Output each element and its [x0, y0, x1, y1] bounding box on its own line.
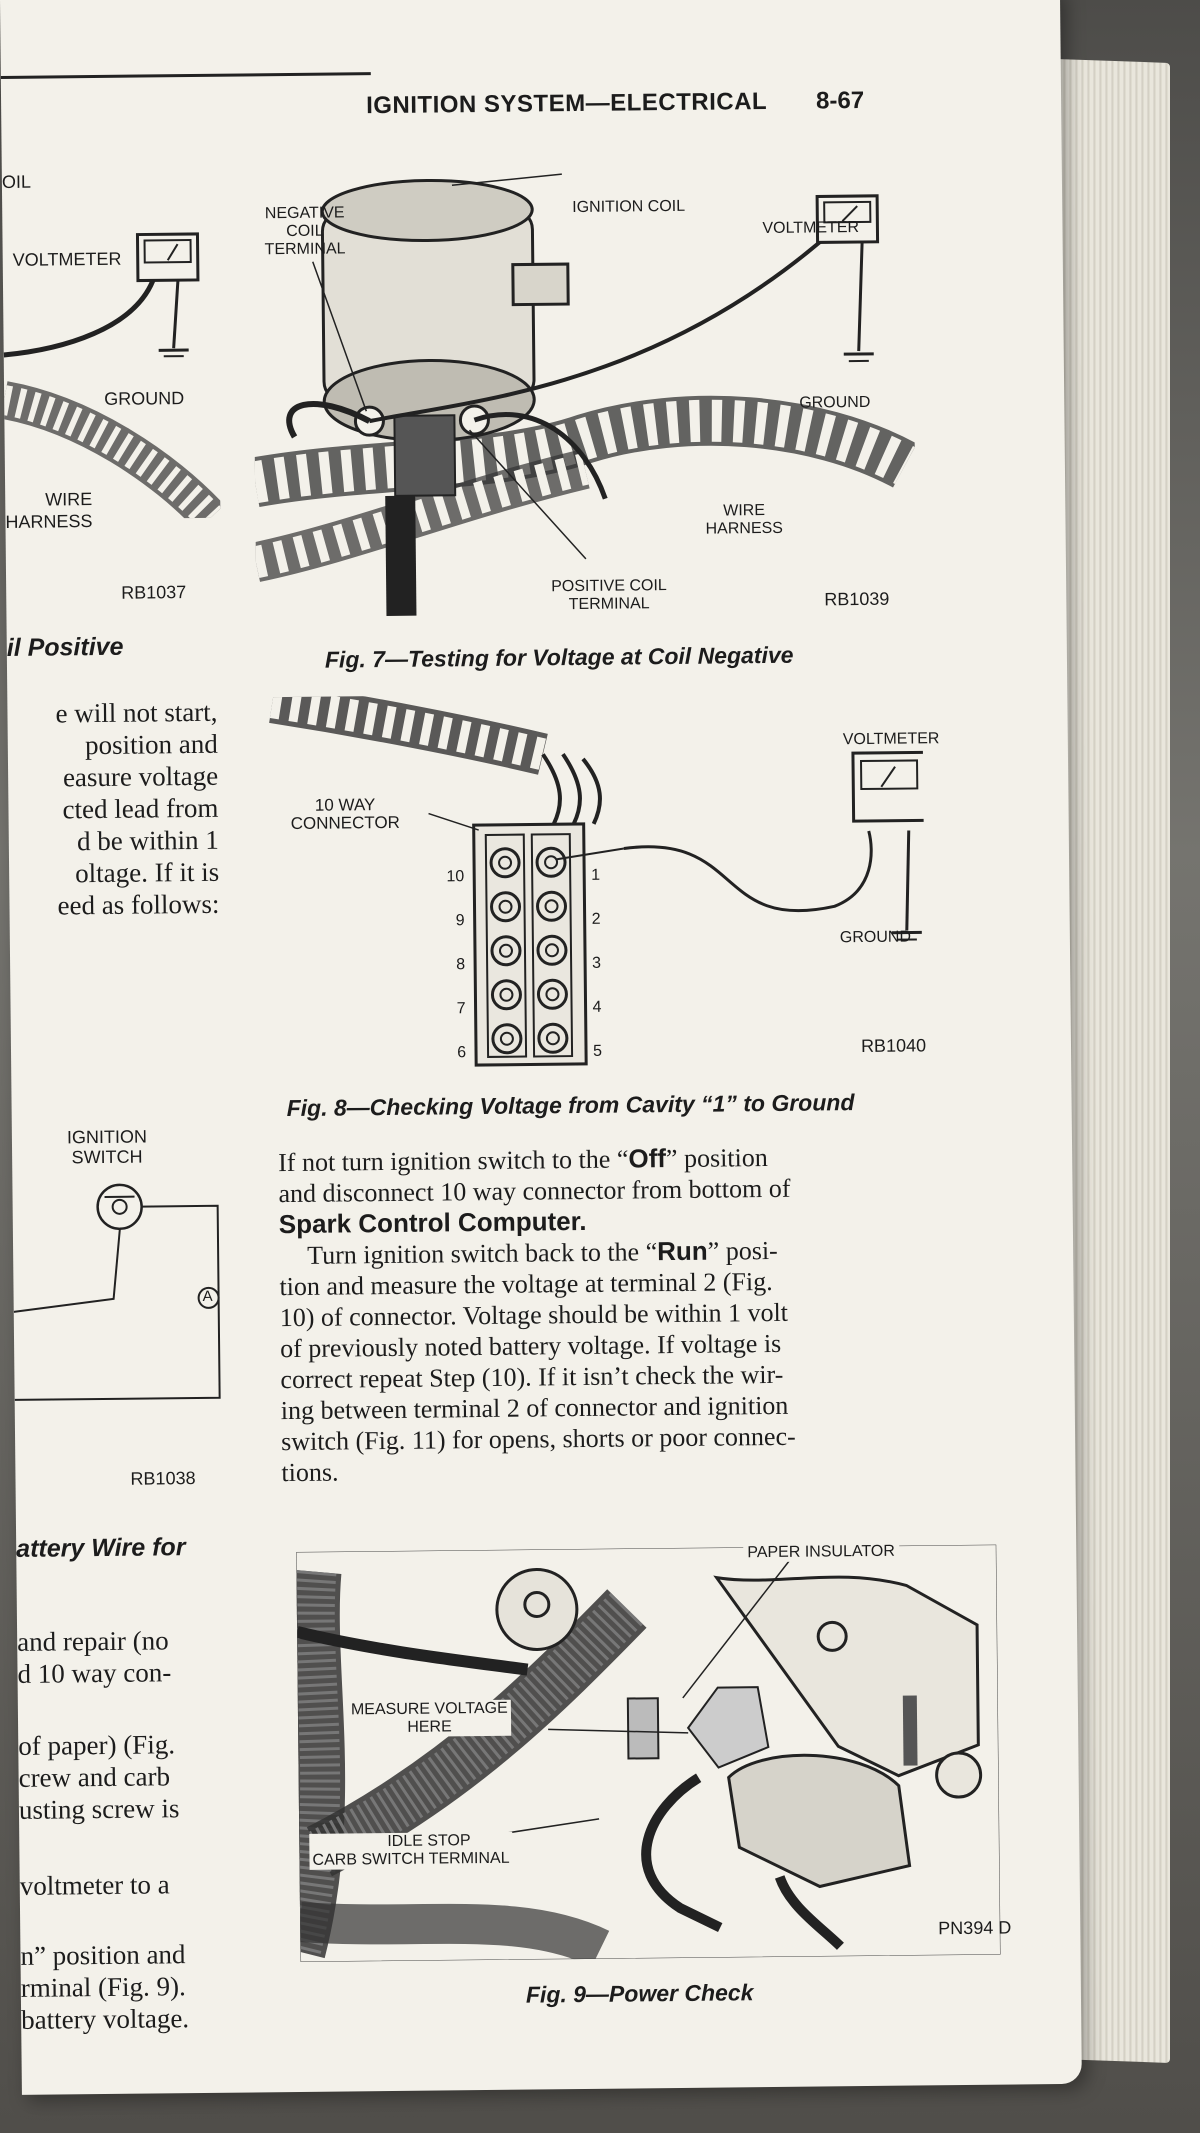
connector-cavities: [489, 846, 569, 1055]
fig7-code: RB1039: [824, 588, 890, 610]
fig8-diagram: [269, 690, 927, 1067]
fig6-wire-label: WIRE: [45, 489, 93, 510]
fig7-voltmeter-label: VOLTMETER: [762, 219, 860, 238]
left-paragraph5-fragment: n” position and rminal (Fig. 9). battery…: [20, 1939, 190, 2035]
section-heading-fragment: il Positive: [6, 632, 124, 662]
fig7-diagram: [251, 173, 917, 616]
paragraph-disconnect: If not turn ignition switch to the “Off”…: [278, 1143, 791, 1240]
left-paragraph-fragment: e will not start, position and easure vo…: [55, 696, 220, 921]
fig6-harness-label: HARNESS: [5, 511, 93, 532]
book-page: IGNITION SYSTEM—ELECTRICAL 8-67 OIL VOLT…: [0, 0, 1082, 2095]
fig6-diagram: [2, 232, 221, 520]
fig8-voltmeter-label: VOLTMETER: [842, 730, 940, 749]
fig9-paper-insulator-label: PAPER INSULATOR: [743, 1542, 899, 1563]
paragraph-run-check: Turn ignition switch back to the “Run” p…: [279, 1235, 796, 1488]
fig9-code: PN394 D: [938, 1917, 1012, 1939]
fig7-ignition-coil-label: IGNITION COIL: [572, 197, 686, 217]
running-head: IGNITION SYSTEM—ELECTRICAL: [365, 87, 768, 120]
fig6-top-label: OIL: [1, 171, 32, 192]
page-number: 8-67: [815, 86, 865, 115]
section-heading2-fragment: attery Wire for: [16, 1533, 186, 1563]
fig8-caption: Fig. 8—Checking Voltage from Cavity “1” …: [286, 1089, 855, 1122]
fig8-code: RB1040: [860, 1035, 927, 1057]
left-paragraph4-fragment: voltmeter to a: [19, 1869, 170, 1901]
fig7-wire-harness-label: WIRE HARNESS: [705, 502, 784, 538]
header-rule: [0, 72, 371, 79]
fig8-ground-label: GROUND: [839, 928, 912, 947]
left-paragraph2-fragment: and repair (no d 10 way con-: [17, 1625, 172, 1689]
ignition-switch-label: IGNITION SWITCH: [66, 1126, 148, 1168]
fig7-ground-label: GROUND: [799, 393, 871, 412]
fig9-caption: Fig. 9—Power Check: [525, 1979, 754, 2008]
fig8-connector-label: 10 WAY CONNECTOR: [290, 795, 400, 834]
fig10-fragment-diagram: [13, 1183, 221, 1401]
fig9-measure-voltage-label: MEASURE VOLTAGE HERE: [347, 1699, 511, 1738]
fig6-code: RB1037: [121, 582, 187, 603]
fig8-left-numbers: 10 9 8 7 6: [446, 868, 467, 1062]
fig9-idle-stop-label: IDLE STOP CARB SWITCH TERMINAL: [309, 1831, 513, 1870]
fig10-code: RB1038: [130, 1468, 196, 1489]
fig7-negative-terminal-label: NEGATIVE COIL TERMINAL: [264, 204, 346, 259]
left-paragraph3-fragment: of paper) (Fig. crew and carb usting scr…: [18, 1729, 180, 1825]
fig9-diagram: [296, 1544, 1001, 1962]
marker-a: A: [202, 1287, 213, 1305]
fig6-ground-label: GROUND: [104, 388, 185, 409]
fig7-caption: Fig. 7—Testing for Voltage at Coil Negat…: [324, 641, 794, 673]
fig7-positive-terminal-label: POSITIVE COIL TERMINAL: [551, 577, 667, 614]
